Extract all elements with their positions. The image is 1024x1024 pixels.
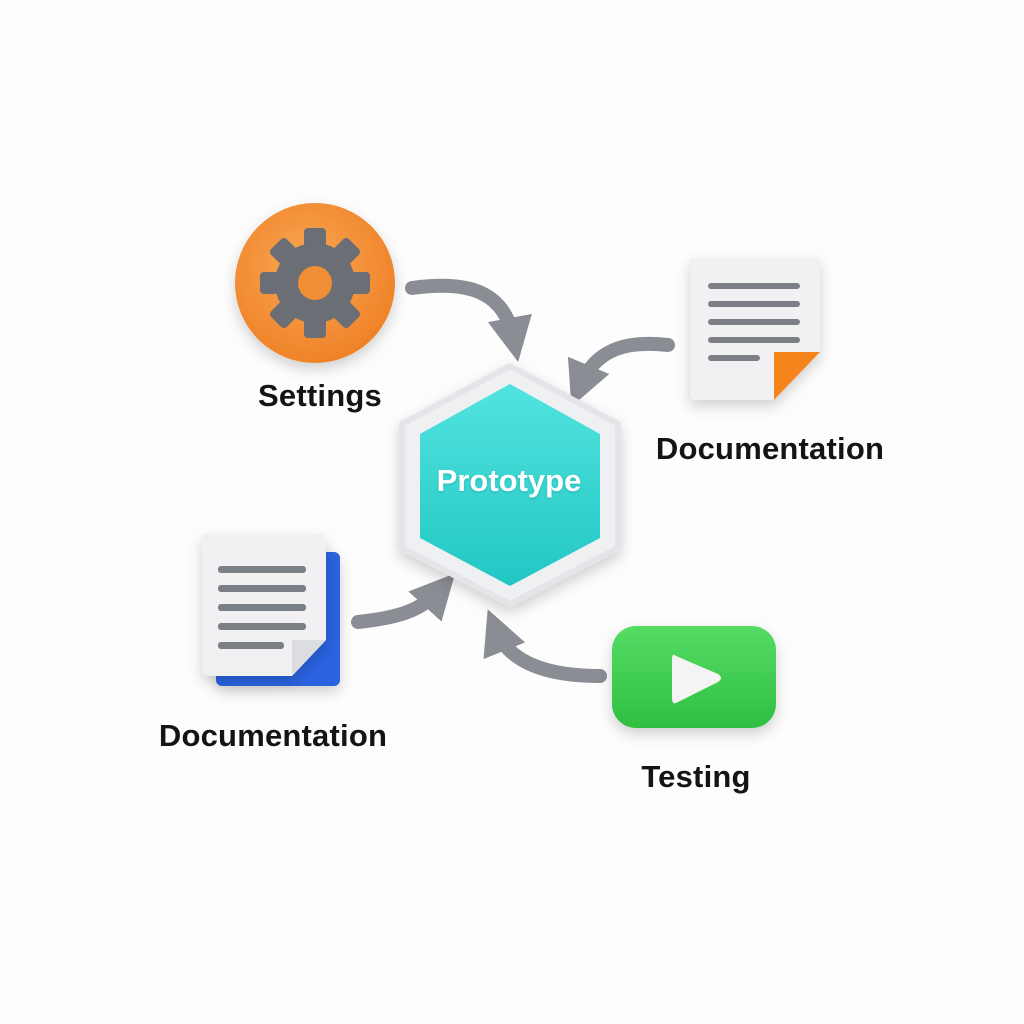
hexagon-icon bbox=[420, 384, 600, 586]
prototype-label: Prototype bbox=[436, 463, 582, 498]
documentation-right-label: Documentation bbox=[655, 431, 885, 466]
documentation-right-node[interactable] bbox=[690, 258, 820, 400]
play-icon bbox=[672, 654, 721, 704]
documentation-left-label: Documentation bbox=[158, 718, 388, 753]
settings-node[interactable] bbox=[235, 203, 395, 363]
arrow-settings-to-prototype bbox=[405, 278, 532, 363]
arrow-testing-to-prototype bbox=[483, 609, 607, 683]
document-icon bbox=[202, 534, 340, 686]
testing-label: Testing bbox=[641, 759, 751, 794]
gear-icon bbox=[260, 228, 370, 338]
testing-node[interactable] bbox=[612, 626, 776, 728]
arrow-documentation-right-to-prototype bbox=[567, 336, 675, 407]
documentation-left-node[interactable] bbox=[202, 534, 340, 686]
prototype-hub[interactable] bbox=[399, 363, 621, 607]
settings-label: Settings bbox=[258, 378, 382, 413]
document-icon bbox=[690, 258, 820, 400]
arrow-documentation-left-to-prototype bbox=[351, 573, 456, 629]
